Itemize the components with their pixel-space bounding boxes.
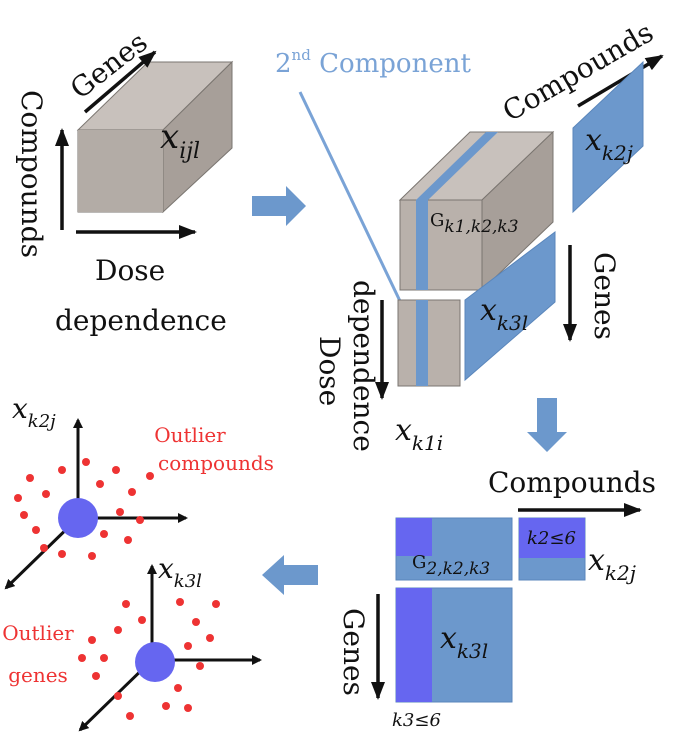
dose-factor-plane [397, 299, 461, 387]
core-tensor-stripe-top [416, 132, 498, 200]
flow-arrow-left [262, 555, 318, 595]
input-compounds-axis-label: Compounds [15, 90, 48, 258]
outlier-dot [196, 662, 204, 670]
outlier-dot [112, 466, 120, 474]
outlier-dot [78, 654, 86, 662]
outlier-dot [92, 672, 100, 680]
compounds-axis-arrow [577, 54, 664, 108]
selected-core-highlight [396, 518, 432, 556]
core-tensor-label: Gk1,k2,k3 [430, 210, 519, 237]
selection-compounds-axis-label: Compounds [488, 466, 656, 499]
input-tensor-front-shade [78, 130, 163, 212]
outlier-dot [146, 472, 154, 480]
outlier-dot [122, 600, 130, 608]
outlier-dot [124, 536, 132, 544]
outlier-dot [88, 636, 96, 644]
selected-gene-factor-label: xk3l [440, 621, 488, 663]
selected-core-label: G2,k2,k3 [412, 552, 490, 579]
outlier-dot [58, 550, 66, 558]
dose-axis-line2: dependence [347, 280, 380, 452]
genes-factor-plane [464, 230, 556, 382]
outlier-dot [100, 654, 108, 662]
k3-condition-label: k3≤6 [392, 710, 441, 731]
selected-compound-factor-label: xk2j [588, 543, 636, 585]
second-component-arrow [298, 91, 412, 324]
outlier-dot [136, 516, 144, 524]
outlier-compounds-text-line1: Outlier [154, 423, 226, 447]
outlier-dot [114, 692, 122, 700]
core-tensor: Gk1,k2,k3 [398, 130, 555, 292]
outlier-dot [58, 466, 66, 474]
outlier-compounds-text-line2: compounds [158, 451, 274, 475]
dose-axis-line1: Dose [313, 336, 346, 406]
outlier-dot [42, 490, 50, 498]
compounds-factor-label: xk2j [585, 123, 633, 165]
outlier-dot [20, 511, 28, 519]
k2-condition-label: k2≤6 [527, 528, 576, 549]
outlier-dot [184, 704, 192, 712]
dose-factor-stripe [416, 300, 428, 386]
flow-arrow-right [252, 186, 306, 226]
outlier-dot [100, 530, 108, 538]
genes-axis-label: Genes [588, 252, 621, 340]
outlier-genes-plot: xk3l Outlier genes [2, 552, 262, 732]
selection-genes-axis-label: Genes [337, 608, 370, 696]
flow-arrow-down [527, 398, 567, 452]
outlier-dot [184, 642, 192, 650]
outlier-genes-text-line1: Outlier [2, 621, 74, 645]
outlier-dot [82, 458, 90, 466]
outlier-dot [162, 702, 170, 710]
input-dose-axis-line1: Dose [95, 254, 165, 287]
core-tensor-front [399, 199, 483, 291]
outlier-genes-axis-label: xk3l [158, 552, 202, 592]
input-tensor: xijl [76, 60, 234, 214]
outlier-compounds-dots [14, 458, 154, 560]
outlier-dot [176, 598, 184, 606]
compounds-factor-plane [572, 60, 644, 214]
genes-factor-label: xk3l [480, 293, 528, 335]
outlier-dot [40, 544, 48, 552]
selected-gene-highlight [396, 588, 432, 702]
input-dose-axis-line2: dependence [55, 304, 227, 337]
outlier-dot [14, 494, 22, 502]
outlier-dot [126, 712, 134, 720]
outlier-dot [128, 488, 136, 496]
outlier-dot [96, 480, 104, 488]
outlier-dot [114, 626, 122, 634]
outlier-genes-dots [78, 598, 220, 720]
outlier-dot [138, 616, 146, 624]
input-tensor-label: xijl [160, 117, 200, 164]
input-genes-axis-arrow [83, 50, 157, 114]
dose-factor-label: xk1i [395, 413, 443, 455]
outlier-compounds-center-cluster [58, 498, 98, 538]
core-tensor-stripe-front [416, 200, 428, 290]
outlier-dot [192, 618, 200, 626]
outlier-dot [26, 474, 34, 482]
outlier-dot [206, 634, 214, 642]
outlier-genes-text-line2: genes [8, 663, 68, 687]
second-component-label: 2nd Component [275, 46, 471, 79]
selected-compound-highlight [519, 518, 585, 558]
outlier-compounds-axis-label: xk2j [12, 392, 56, 432]
outlier-genes-center-cluster [135, 642, 175, 682]
outlier-dot [174, 684, 182, 692]
outlier-dot [32, 526, 40, 534]
outlier-dot [116, 508, 124, 516]
outlier-dot [212, 600, 220, 608]
outlier-compounds-plot: xk2j Outlier compounds [4, 392, 274, 590]
outlier-dot [88, 552, 96, 560]
